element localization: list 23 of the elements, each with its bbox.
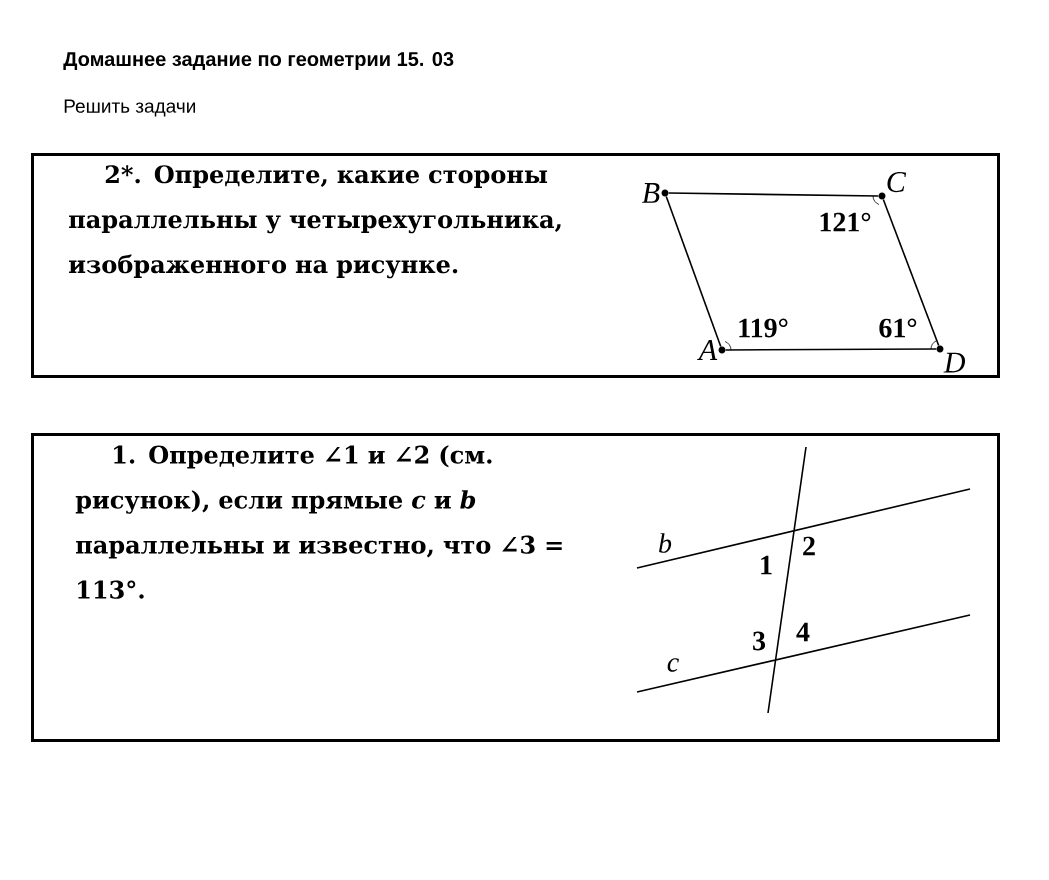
- node-label: B: [642, 183, 660, 203]
- angle-number: 4: [796, 622, 810, 642]
- parallelogram-side: [724, 348, 938, 351]
- vertex-point: D: [936, 345, 966, 373]
- angle-number: 1: [761, 555, 772, 575]
- parallelogram-side: [882, 198, 940, 347]
- line-label: c: [667, 658, 679, 672]
- angle-number: 3: [753, 631, 766, 651]
- vertex-point: B: [642, 183, 669, 203]
- angle-label: 61°: [879, 318, 917, 338]
- line-label: b: [659, 533, 672, 553]
- parallelogram-side: [667, 192, 880, 197]
- vertex-point: C: [878, 172, 907, 200]
- vertex-point: A: [697, 340, 726, 360]
- angle-label: 119°: [739, 318, 788, 338]
- angle-label: 121°: [820, 212, 871, 232]
- node-label: C: [887, 172, 907, 193]
- angle-number: 2: [803, 536, 815, 556]
- title: Домашнее задание по геометрии 15. 03: [63, 51, 454, 71]
- node-label: A: [697, 340, 718, 360]
- parallelogram-side: [665, 195, 722, 348]
- node-label: D: [943, 352, 966, 373]
- instruction: Решить задачи: [64, 99, 195, 117]
